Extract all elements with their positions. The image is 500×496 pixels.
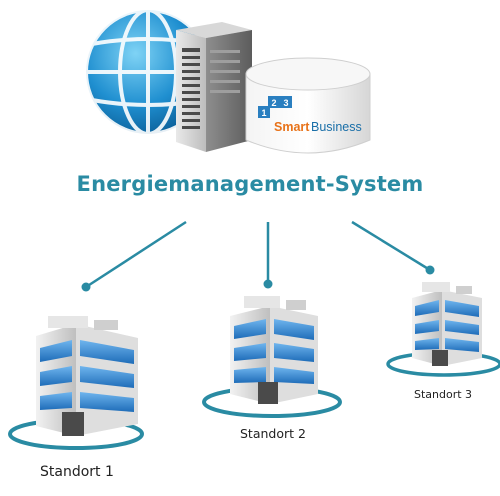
logo-digit-1: 1 (261, 108, 266, 118)
site-label-3: Standort 3 (414, 388, 473, 401)
server-icon (176, 22, 252, 152)
logo-text-business: Business (311, 120, 362, 134)
site-label-2: Standort 2 (240, 426, 306, 441)
building-site-3-icon (386, 282, 500, 377)
smartbusiness-logo: 1 2 3 Smart Business (258, 96, 362, 134)
logo-text-smart: Smart (274, 120, 310, 134)
connector-site-3 (351, 220, 431, 272)
site-label-1: Standort 1 (40, 464, 114, 480)
building-site-2-icon (202, 296, 342, 418)
diagram-title: Energiemanagement-System (76, 172, 424, 196)
connector-dot-2 (263, 279, 273, 289)
connectors (81, 220, 435, 292)
logo-digit-2: 2 (271, 98, 276, 108)
building-site-1-icon (8, 316, 144, 450)
connector-dot-1 (81, 282, 91, 292)
connector-dot-3 (425, 265, 435, 275)
connector-site-1 (85, 220, 187, 289)
logo-digit-3: 3 (283, 98, 288, 108)
database-icon: 1 2 3 Smart Business (245, 57, 371, 154)
